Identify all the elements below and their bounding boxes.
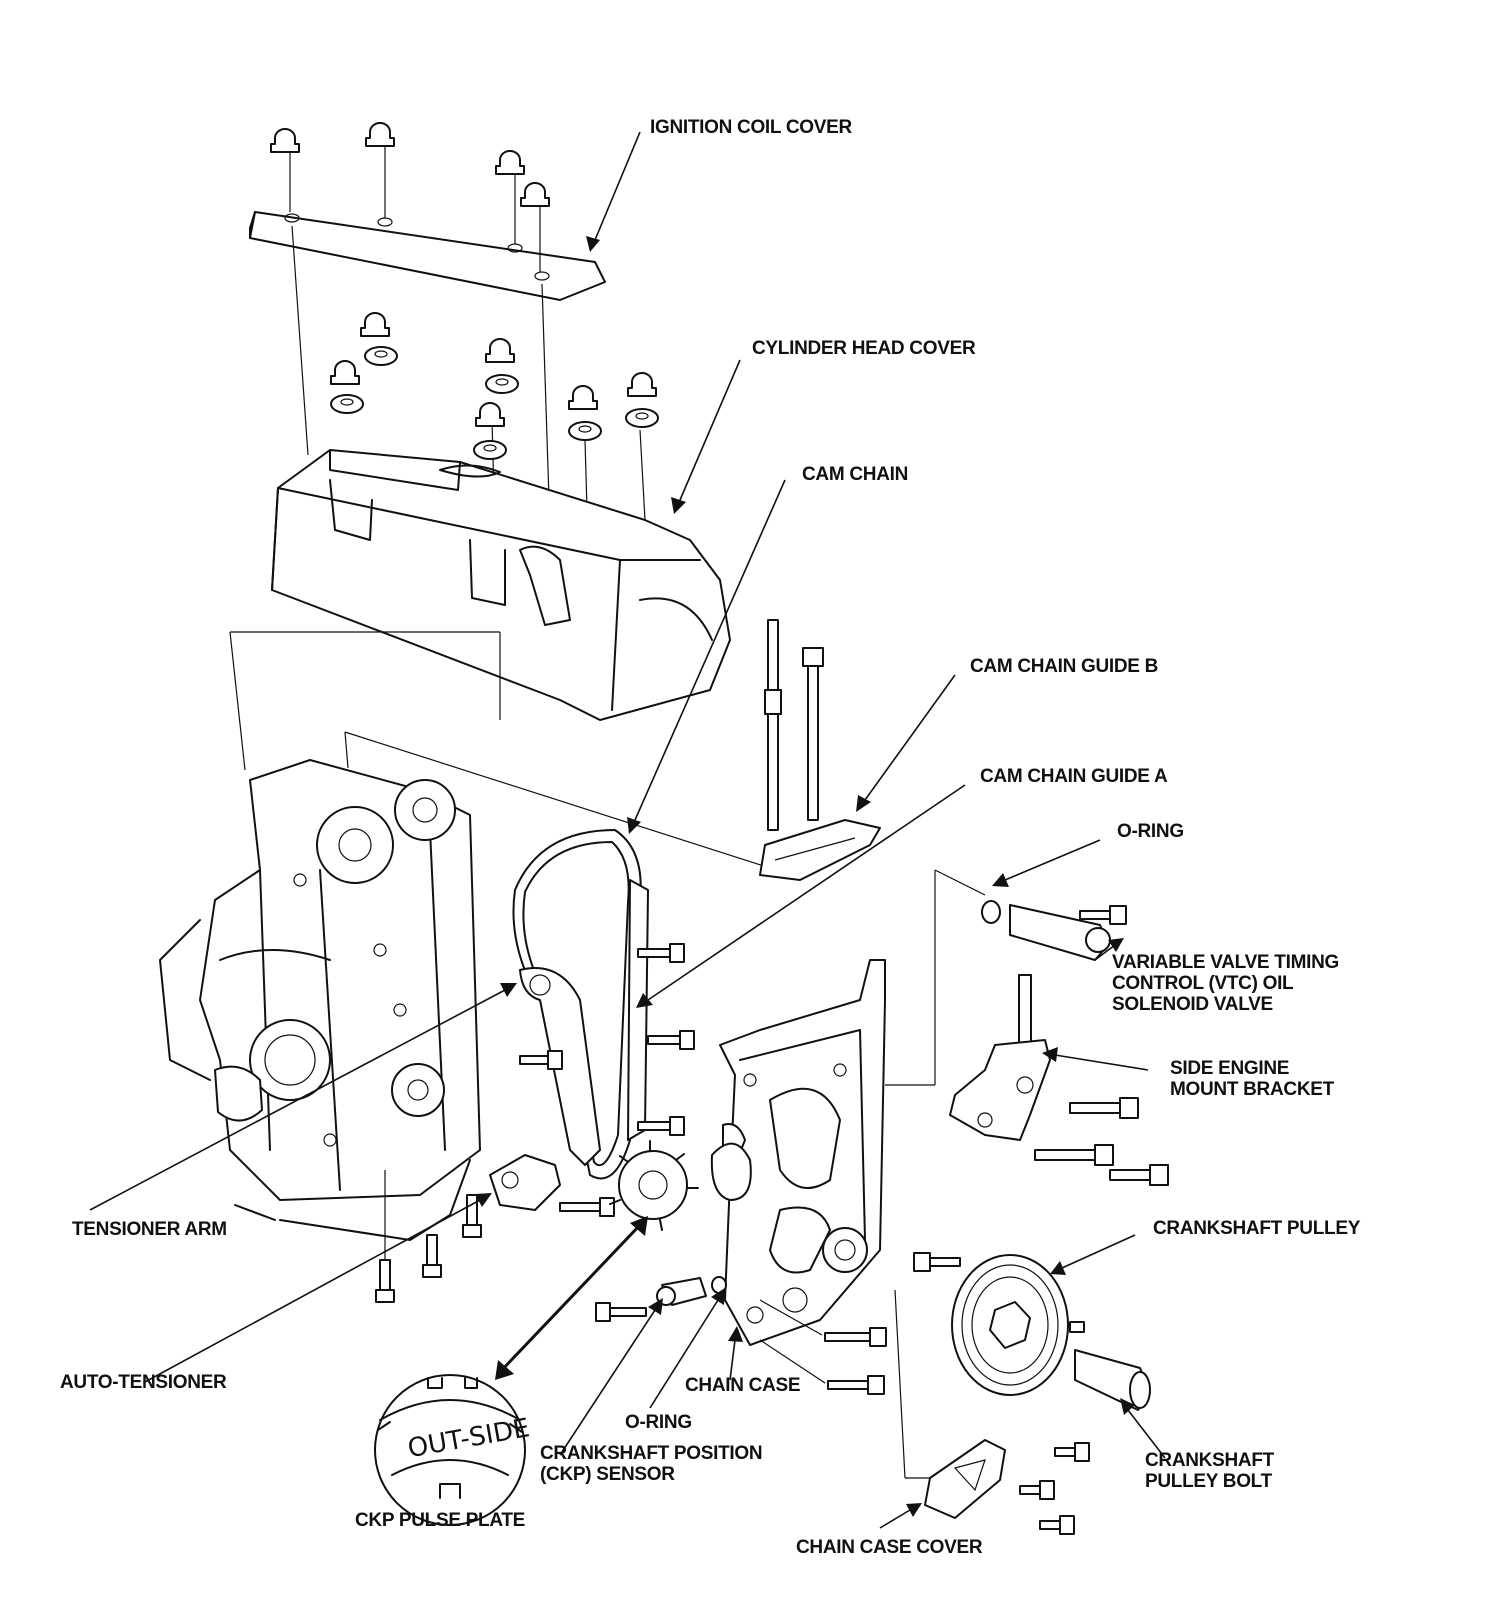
cylinder-head-lines — [344, 731, 986, 1086]
label-cam-chain-guide-b: CAM CHAIN GUIDE B — [970, 656, 1159, 677]
cam-chain-guide-b-part — [759, 619, 881, 881]
chain-case-bolts — [759, 1252, 961, 1395]
label-line: VARIABLE VALVE TIMING — [1112, 952, 1339, 973]
label-line: CONTROL (VTC) OIL — [1112, 973, 1294, 994]
lower-bolts — [375, 1170, 482, 1303]
leader-lines — [89, 131, 1166, 1529]
label-cam-chain: CAM CHAIN — [802, 464, 909, 485]
head-cover-nuts — [330, 312, 659, 460]
chain-case-cover-part — [894, 1289, 1090, 1535]
coil-cover-nuts — [270, 122, 550, 207]
label-line: PULLEY BOLT — [1145, 1471, 1272, 1492]
label-line: (CKP) SENSOR — [540, 1464, 675, 1485]
label-crankshaft-pulley: CRANKSHAFT PULLEY — [1153, 1218, 1361, 1239]
label-auto-tensioner: AUTO-TENSIONER — [60, 1372, 227, 1393]
label-o-ring-top: O-RING — [1117, 821, 1184, 842]
label-line: SOLENOID VALVE — [1112, 994, 1273, 1015]
crankshaft-pulley-part — [951, 1254, 1151, 1411]
label-line: MOUNT BRACKET — [1170, 1079, 1334, 1100]
vtc-solenoid-valve-part — [981, 900, 1127, 961]
label-o-ring-bottom: O-RING — [625, 1412, 692, 1433]
side-engine-mount-bracket-part — [949, 974, 1169, 1186]
label-tensioner-arm: TENSIONER ARM — [72, 1219, 227, 1240]
cylinder-head-cover-part — [229, 449, 731, 771]
label-line: CRANKSHAFT POSITION — [540, 1443, 763, 1464]
ignition-coil-cover-part — [249, 211, 606, 301]
label-chain-case: CHAIN CASE — [685, 1375, 801, 1396]
label-cylinder-head-cover: CYLINDER HEAD COVER — [752, 338, 976, 359]
label-crankshaft-pulley-bolt: CRANKSHAFT PULLEY BOLT — [1145, 1450, 1274, 1492]
chain-area-bolts — [519, 943, 695, 1217]
label-side-engine-mount-bracket: SIDE ENGINE MOUNT BRACKET — [1170, 1058, 1334, 1100]
label-line: SIDE ENGINE — [1170, 1058, 1290, 1079]
engine-block-part — [159, 759, 481, 1241]
label-chain-case-cover: CHAIN CASE COVER — [796, 1537, 983, 1558]
pulse-plate-detail: OUT-SIDE — [374, 1374, 532, 1526]
label-line: CRANKSHAFT — [1145, 1450, 1274, 1471]
label-ckp-pulse-plate: CKP PULSE PLATE — [355, 1510, 526, 1531]
auto-tensioner-part — [489, 1154, 561, 1211]
label-ignition-coil-cover: IGNITION COIL COVER — [650, 117, 852, 138]
o-ring-seal-part — [710, 1142, 752, 1201]
label-ckp-sensor: CRANKSHAFT POSITION (CKP) SENSOR — [540, 1443, 763, 1485]
label-cam-chain-guide-a: CAM CHAIN GUIDE A — [980, 766, 1168, 787]
label-vtc-oil-solenoid-valve: VARIABLE VALVE TIMING CONTROL (VTC) OIL … — [1112, 952, 1339, 1015]
ckp-pulse-plate-part — [609, 1140, 699, 1231]
